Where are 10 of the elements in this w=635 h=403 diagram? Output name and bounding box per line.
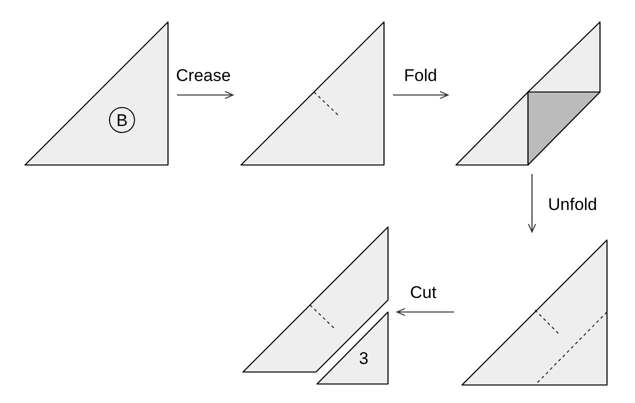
edge-label: Crease — [176, 67, 231, 84]
piece-number: 3 — [359, 350, 368, 367]
edge-label: Fold — [404, 67, 438, 84]
circled-letter: B — [109, 107, 135, 133]
arrow — [396, 308, 454, 316]
arrow — [177, 90, 234, 100]
edge-label: Cut — [410, 284, 436, 301]
arrow — [393, 90, 448, 100]
arrow — [528, 174, 536, 232]
edge-label: Unfold — [548, 196, 598, 213]
